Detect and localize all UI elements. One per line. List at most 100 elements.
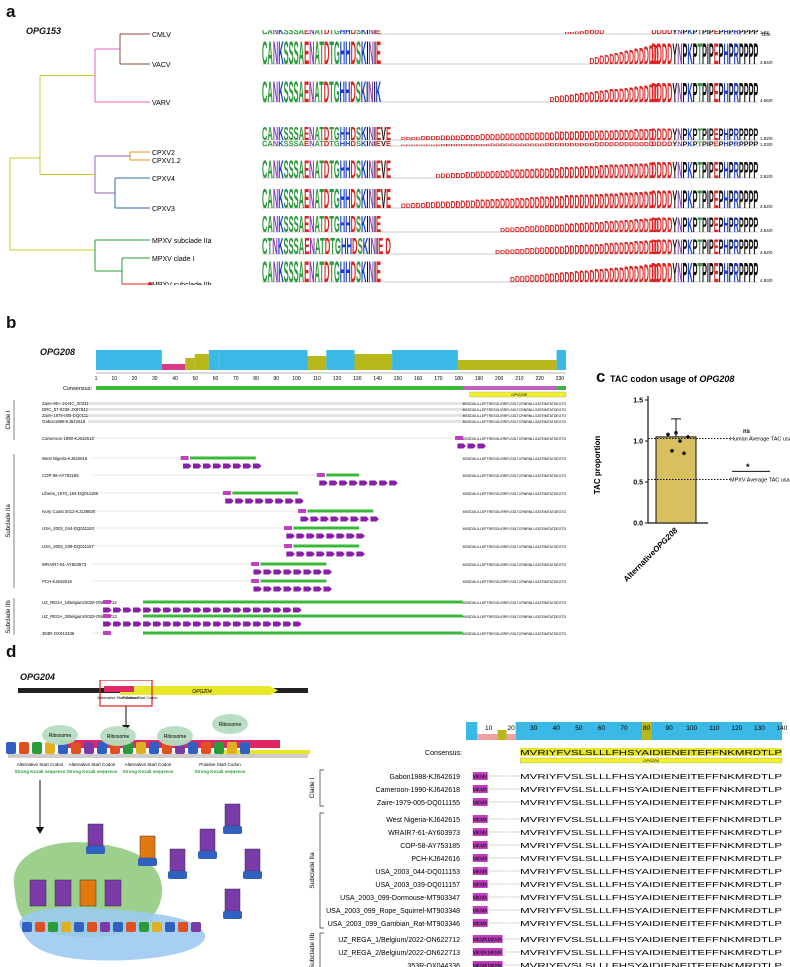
row-sequence: MVRIYFVSLSLLLFHSYAIDIENEITEFFNKMRDTLP [520, 798, 782, 807]
logo-repeat-d: D [530, 225, 535, 234]
start-codon-block [103, 631, 112, 635]
logo-repeat-d: D [649, 260, 654, 285]
logo-repeat-d: D [436, 174, 441, 180]
logo-repeat-d: D [609, 142, 614, 148]
taxon-label: MPXV subclade IIa [152, 238, 212, 245]
orf-arrow [103, 621, 112, 627]
logo-repeat-d: D [624, 48, 629, 69]
logo-repeat-d: D [574, 191, 579, 212]
start-codon-block [251, 579, 260, 583]
orf-arrow [263, 586, 272, 592]
codon-title: Alternative Start Codon [125, 762, 172, 767]
identity-bar-segment [119, 350, 162, 370]
start-codon-text: MKMK [473, 857, 489, 863]
kozak-label: Strong Kozak sequence [66, 769, 118, 774]
arrow-head-2 [36, 827, 44, 834]
mrna-codon [48, 922, 58, 932]
start-codon-text: MKMK [473, 883, 489, 889]
sequence-text: MSSDDLILLEPTRESGLIRRFLSSLTCRNRNLLSATEIMT… [463, 414, 567, 418]
orf-arrow [275, 498, 284, 504]
orf-arrow [467, 443, 476, 449]
identity-bar-segment [326, 350, 355, 370]
logo-repeat-d: D [520, 247, 525, 256]
free-trna-anticodon [223, 911, 242, 919]
tree-tip-marker [148, 282, 152, 285]
logo-repeat-d: D [426, 145, 433, 147]
ruler-label: 30 [152, 376, 158, 382]
logo-repeat-d: D [634, 82, 639, 107]
match-block [143, 600, 463, 604]
bits-value: 3.92/0 [760, 174, 773, 179]
logo-repeat-d: D [565, 32, 571, 35]
logo-repeat-d: D [530, 274, 535, 285]
codon-block [214, 742, 224, 754]
orf-arrow [286, 533, 295, 539]
logo-repeat-d: D [599, 220, 604, 236]
start-codon-block [472, 854, 488, 862]
orf-arrow [153, 621, 162, 627]
logo-repeat-d: D [550, 246, 555, 257]
ruler-label: 160 [414, 376, 423, 382]
free-trna [244, 848, 261, 872]
logo-repeat-d: D [644, 261, 649, 285]
start-codon-block [472, 906, 488, 914]
logo-repeat-d: D [406, 203, 411, 210]
logo-repeat-d: D [421, 201, 426, 210]
orf-arrow [329, 480, 338, 486]
logo-repeat-d: D [475, 198, 480, 211]
logo-repeat-d: D [480, 143, 487, 147]
orf-arrow [253, 621, 262, 627]
ribosome-label: Ribosome [107, 734, 130, 740]
sequence-text: MSSDDLILLEPTRESGLIRRFLSSLTCRNRNLLSATEIMT… [463, 420, 567, 424]
logo-repeat-d: D [649, 187, 654, 214]
orf-arrow [320, 516, 329, 522]
row-sequence: MVRIYFVSLSLLLFHSYAIDIENEITEFFNKMRDTLP [520, 961, 782, 967]
orf-arrow [243, 621, 252, 627]
logo-repeat-d: D [589, 56, 594, 66]
orf-arrow [283, 607, 292, 613]
logo-repeat-d: D [470, 133, 475, 142]
start-codon-text: MKMK [473, 831, 489, 837]
mrna-codon [165, 922, 175, 932]
logo-repeat-d: D [515, 143, 521, 147]
trna-in-ribosome [29, 879, 47, 907]
logo-repeat-d: D [510, 195, 515, 211]
logo-repeat-d: D [560, 94, 565, 104]
mrna-codon [139, 922, 149, 932]
codon-title: Alternative Start Codon [69, 762, 116, 767]
logo-repeat-d: D [574, 269, 579, 285]
group-bracket [319, 769, 324, 807]
logo-repeat-d: D [599, 55, 604, 67]
logo-repeat-d: D [654, 258, 659, 285]
logo-repeat-d: D [639, 261, 644, 285]
sequence-text: MSSDDLILLEPTRESGLIRRFLSSLTCRNRNLLSATEIMT… [463, 474, 567, 478]
bits-value: 3.54/0 [760, 228, 773, 233]
sequence-text: MSSDDLILLEPTRESGLIRRFLSSLTCRNRNLLSATEIMT… [463, 615, 567, 619]
orf-arrow [293, 569, 302, 575]
orf-arrow [356, 551, 365, 557]
logo-repeat-d: D [490, 197, 495, 211]
ruler-label: 130 [353, 376, 362, 382]
identity-bar-segment [307, 356, 327, 370]
codon-title: Putative Start Codon [199, 762, 241, 767]
logo-repeat-d: D [644, 142, 650, 148]
start-codon-text: MKMK [473, 870, 489, 876]
consensus-label: Consensus: [63, 386, 93, 392]
bits-value: 4.66/0 [760, 98, 773, 103]
orf-arrow [192, 463, 202, 469]
logo-repeat-d: D [594, 242, 599, 258]
x-category-label: AlternativeOPG208 [622, 526, 680, 584]
logo-repeat-d: D [505, 169, 510, 181]
logo-repeat-d: D [644, 127, 649, 144]
codon-block [136, 742, 146, 754]
logo-repeat-d: D [431, 136, 436, 142]
logo-repeat-d: D [475, 133, 480, 142]
logo-repeat-d: D [579, 242, 584, 257]
ruler-label: 140 [777, 725, 788, 732]
logo-repeat-d: D [609, 265, 614, 285]
logo-repeat-d: D [416, 136, 422, 142]
logo-repeat-d: D [525, 274, 530, 284]
orf-arrow [283, 621, 292, 627]
logo-repeat-d: D [594, 142, 599, 148]
gap-bar [88, 402, 466, 405]
